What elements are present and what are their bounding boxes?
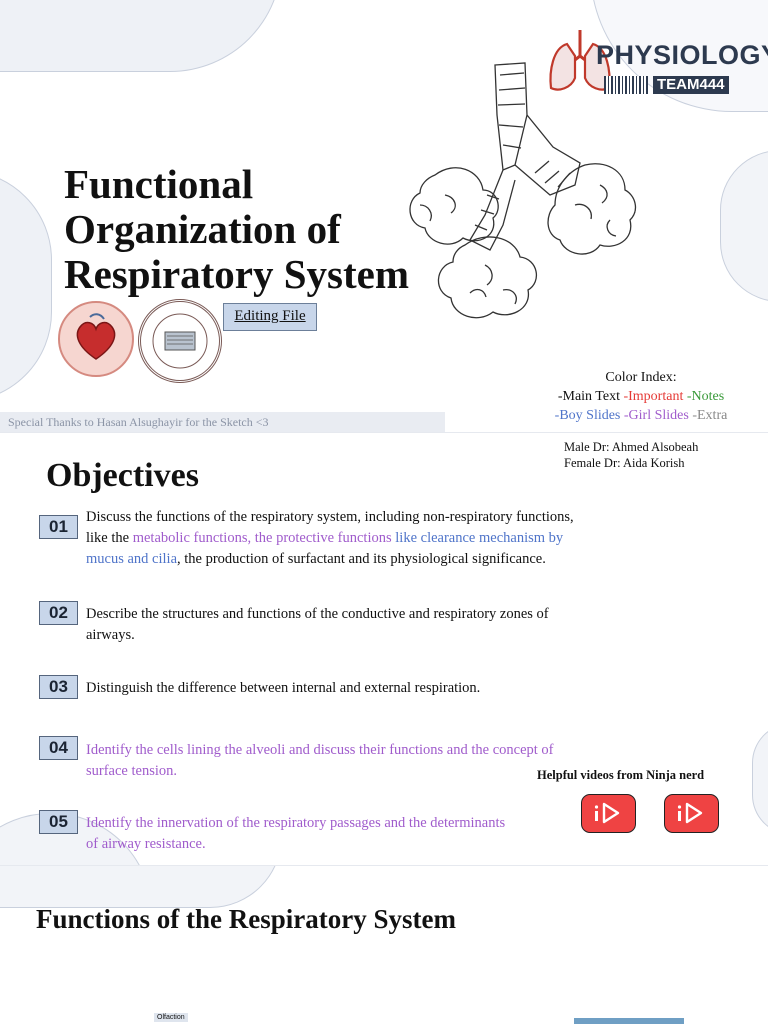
decor-blob-top-left — [0, 0, 282, 72]
olfaction-label: Olfaction — [154, 1013, 188, 1022]
objective-number-04: 04 — [39, 736, 78, 760]
decor-blob-top-left-3 — [0, 866, 282, 908]
functions-heading: Functions of the Respiratory System — [36, 904, 456, 934]
objectives-slide: Objectives 01 Discuss the functions of t… — [0, 433, 768, 865]
objective-01-boy-part: like clearance mechanism by mucus and ci… — [86, 530, 564, 567]
objectives-heading: Objectives — [46, 457, 199, 494]
objective-01-part-end: , the production of surfactant and its p… — [177, 551, 546, 567]
physiology-logo-text: PHYSIOLOGY — [596, 40, 768, 70]
barcode-icon — [604, 76, 648, 94]
decor-blob-right-edge — [752, 723, 768, 835]
functions-slide: Functions of the Respiratory System Olfa… — [0, 866, 768, 1024]
objective-number-02: 02 — [39, 601, 78, 625]
objective-01-girl-part: metabolic functions, the protective func… — [132, 530, 392, 546]
objective-number-01: 01 — [39, 515, 78, 539]
decor-blob-right — [720, 150, 768, 302]
play-icon — [594, 802, 620, 824]
objective-number-05: 05 — [39, 810, 78, 834]
objective-01-text: Discuss the functions of the respiratory… — [86, 507, 598, 570]
color-index-heading: Color Index: — [605, 370, 677, 385]
objective-05-text: Identify the innervation of the respirat… — [86, 815, 506, 852]
objective-03-text: Distinguish the difference between inter… — [86, 680, 481, 696]
decor-blob-left — [0, 170, 52, 402]
sketch-credit: Special Thanks to Hasan Alsughayir for t… — [0, 412, 445, 432]
male-doctor: Male Dr: Ahmed Alsobeah — [564, 440, 699, 454]
seal-icon — [152, 313, 208, 369]
legend-girl-slides: -Girl Slides — [623, 408, 689, 423]
page-divider — [0, 865, 768, 866]
play-icon — [677, 802, 703, 824]
title-slide: PHYSIOLOGY TEAM444 Functional Organizati… — [0, 0, 768, 432]
color-index-row-2: -Boy Slides -Girl Slides -Extra — [530, 406, 752, 425]
heart-icon — [76, 313, 116, 360]
university-seal-logo — [138, 299, 222, 383]
legend-main-text: -Main Text — [557, 389, 620, 404]
page-divider — [0, 432, 768, 433]
color-index-row-1: -Main Text -Important -Notes — [530, 387, 752, 406]
youtube-video-button-2[interactable] — [664, 794, 719, 833]
legend-boy-slides: -Boy Slides — [554, 408, 621, 423]
legend-extra: -Extra — [692, 408, 728, 423]
lungs-logo-icon — [549, 30, 611, 91]
objective-number-03: 03 — [39, 675, 78, 699]
editing-file-link[interactable]: Editing File — [223, 303, 317, 331]
youtube-video-button-1[interactable] — [581, 794, 636, 833]
diagram-bar — [574, 1018, 684, 1024]
title-line-1: Functional — [64, 161, 254, 207]
lung-sketch — [409, 62, 637, 319]
objective-04-text: Identify the cells lining the alveoli an… — [86, 742, 554, 779]
page-title: Functional Organization of Respiratory S… — [64, 162, 409, 297]
title-line-2: Organization of — [64, 206, 341, 252]
title-line-3: Respiratory System — [64, 251, 410, 297]
objective-01-part: Discuss the functions of the respiratory… — [86, 509, 574, 546]
heart-emblem-logo — [58, 301, 134, 377]
team-logo-text: TEAM444 — [653, 76, 729, 94]
objective-02-text: Describe the structures and functions of… — [86, 606, 549, 643]
legend-notes: -Notes — [686, 389, 725, 404]
female-doctor: Female Dr: Aida Korish — [564, 456, 685, 470]
color-index: Color Index: -Main Text -Important -Note… — [530, 368, 752, 425]
legend-important: -Important — [623, 389, 684, 404]
doctor-names: Male Dr: Ahmed Alsobeah Female Dr: Aida … — [564, 439, 698, 471]
helpful-videos-label: Helpful videos from Ninja nerd — [537, 768, 705, 782]
